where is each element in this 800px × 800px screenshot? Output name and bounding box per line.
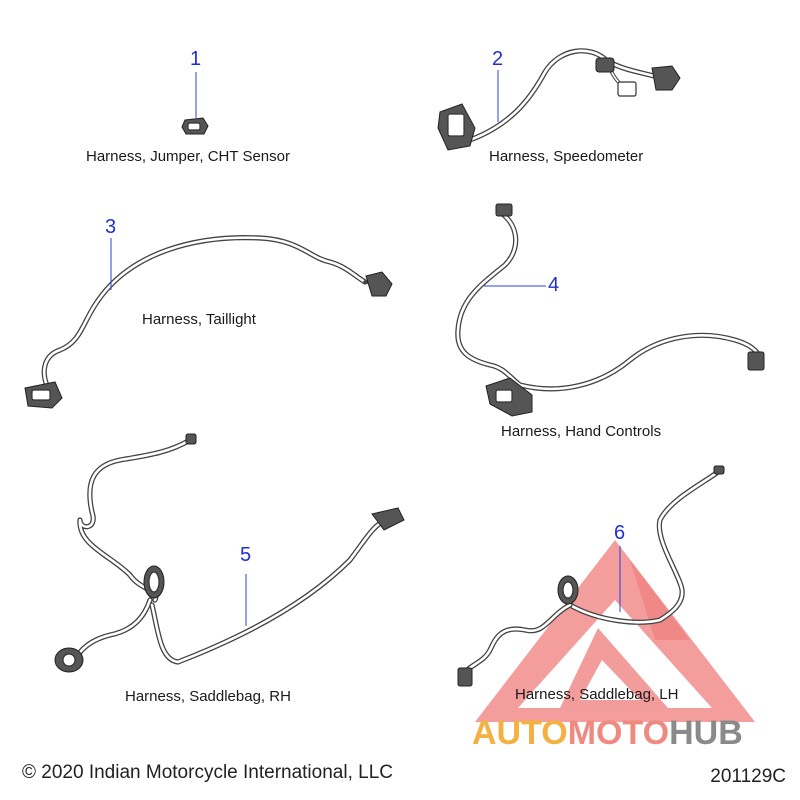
diagram-code: 201129C [710,766,786,787]
part-5-saddlebag-rh-harness-drawing [54,433,405,673]
part-caption-5: Harness, Saddlebag, RH [125,688,291,705]
part-caption-2: Harness, Speedometer [489,148,644,165]
watermark-brand-text: AUTOMOTOHUB [472,714,743,753]
part-6-saddlebag-lh-harness-drawing [457,465,725,687]
callout-number-4: 4 [548,274,560,296]
callout-number-1: 1 [190,48,202,70]
watermark-hub: HUB [669,714,743,752]
watermark-moto: MOTO [567,714,670,752]
callout-number-3: 3 [105,216,117,238]
part-caption-1: Harness, Jumper, CHT Sensor [86,148,290,165]
part-4-hand-controls-harness-drawing [455,203,765,417]
watermark-logo-icon [475,540,755,722]
part-caption-6: Harness, Saddlebag, LH [515,686,679,703]
part-3-taillight-harness-drawing [24,235,393,409]
part-2-speedometer-harness-drawing [437,48,681,151]
part-caption-3: Harness, Taillight [142,311,256,328]
part-1-cht-sensor-jumper-drawing [181,72,209,135]
callout-number-2: 2 [492,48,504,70]
callout-number-6: 6 [614,522,626,544]
part-caption-4: Harness, Hand Controls [501,423,662,440]
callout-number-5: 5 [240,544,252,566]
copyright-notice: © 2020 Indian Motorcycle International, … [22,762,393,783]
watermark-auto: AUTO [472,714,568,752]
